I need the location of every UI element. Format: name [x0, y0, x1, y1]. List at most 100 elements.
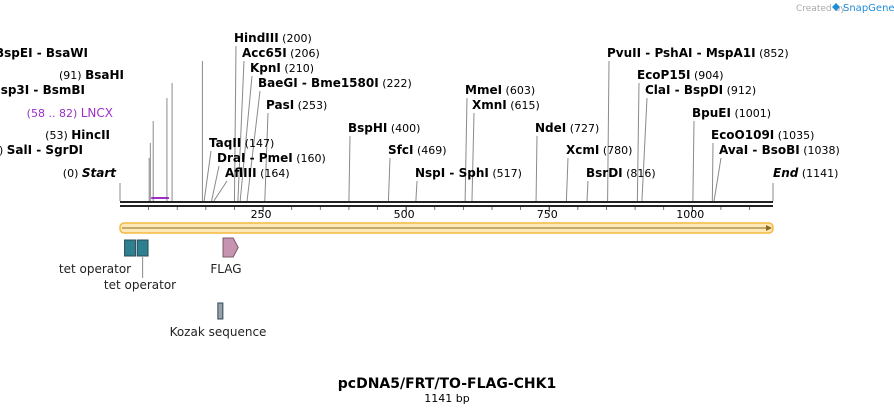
site-pos: (1038) [800, 144, 840, 157]
site-name: AvaI [719, 143, 748, 157]
site-sfci[interactable]: SfcI (469) [388, 143, 447, 157]
site-sep: - [748, 143, 761, 157]
site-ecoo109i[interactable]: EcoO109I (1035) [711, 128, 814, 142]
site-clai[interactable]: ClaI - BspDI (912) [645, 83, 756, 97]
feature-label: Kozak sequence [170, 325, 267, 339]
end-name: End [773, 166, 799, 180]
end-name: Start [82, 166, 117, 180]
site-ndei[interactable]: NdeI (727) [535, 121, 599, 135]
site-name-2: PshAI [654, 46, 692, 60]
site-name: DraI [217, 151, 245, 165]
site-pvuii[interactable]: PvuII - PshAI - MspA1I (852) [607, 46, 789, 60]
feature-label: FLAG [210, 262, 241, 276]
leader-avai [713, 157, 722, 202]
site-name: EcoO109I [711, 128, 774, 142]
site-pos: (780) [599, 144, 632, 157]
site-ecop15i[interactable]: EcoP15I (904) [637, 68, 724, 82]
site-name: PasI [266, 98, 294, 112]
site-name: Esp3I [0, 83, 29, 97]
site-label-pasi: PasI (253) [266, 98, 327, 112]
site-label-pvuii: PvuII - PshAI - MspA1I (852) [607, 46, 789, 60]
site-label-bspei: (144) BspEI - BsaWI [0, 46, 88, 60]
site-sep: - [445, 166, 458, 180]
leader-bsrdi [586, 180, 589, 202]
leader-acc65i [237, 60, 245, 202]
site-name: XmnI [472, 98, 507, 112]
backbone [120, 201, 773, 207]
site-xmni[interactable]: XmnI (615) [472, 98, 540, 112]
site-hincii[interactable]: (53) HincII [45, 128, 110, 142]
site-pos: (517) [489, 167, 522, 180]
site-sep: - [641, 46, 654, 60]
feature-box [217, 302, 224, 320]
site-pasi[interactable]: PasI (253) [266, 98, 327, 112]
site-label-nspi: NspI - SphI (517) [415, 166, 522, 180]
feature-box [124, 239, 136, 257]
site-esp3i[interactable]: (82) Esp3I - BsmBI [0, 83, 85, 97]
site-avai[interactable]: AvaI - BsoBI (1038) [719, 143, 840, 157]
leader-ndei [535, 135, 538, 202]
site-label-sali: (51) SalI - SgrDI [0, 143, 83, 157]
site-pos: (400) [387, 122, 420, 135]
site-sep-2: - [692, 46, 705, 60]
map-length: 1141 bp [424, 392, 469, 405]
site-hindiii[interactable]: HindIII (200) [234, 31, 312, 45]
site-pos: (615) [507, 99, 540, 112]
site-name: LNCX [81, 106, 113, 120]
feature-tet-operator[interactable]: tet operator [59, 239, 136, 276]
site-sep: - [298, 76, 311, 90]
leader-afliii [213, 180, 228, 202]
site-bsrdi[interactable]: BsrDI (816) [586, 166, 656, 180]
site-baegi[interactable]: BaeGI - Bme1580I (222) [258, 76, 412, 90]
leader-bsphi [348, 135, 351, 202]
site-name: SfcI [388, 143, 413, 157]
site-label-acc65i: Acc65I (206) [242, 46, 320, 60]
leader-mmei [464, 97, 468, 202]
site-bspei[interactable]: (144) BspEI - BsaWI [0, 46, 88, 60]
site-name: HincII [71, 128, 110, 142]
site-label-baegi: BaeGI - Bme1580I (222) [258, 76, 412, 90]
leader-ecoo109i [711, 142, 714, 202]
site-name-2: BsmBI [43, 83, 85, 97]
site-name-2: SphI [459, 166, 489, 180]
site-label-kpni: KpnI (210) [250, 61, 314, 75]
site-pos: (727) [566, 122, 599, 135]
site-bsahi[interactable]: (91) BsaHI [59, 68, 124, 82]
ruler-tick-label: 1000 [676, 208, 704, 221]
site-pos: (53) [45, 129, 71, 142]
site-pos: (200) [279, 32, 312, 45]
site-name: AflIII [225, 166, 257, 180]
leader-xmni [471, 112, 475, 202]
feature-tet-operator[interactable]: tet operator [104, 239, 176, 292]
feature-flag[interactable]: FLAG [210, 237, 242, 276]
site-acc65i[interactable]: Acc65I (206) [242, 46, 320, 60]
site-bpuei[interactable]: BpuEI (1001) [692, 106, 771, 120]
site-afliii[interactable]: AflIII (164) [225, 166, 290, 180]
feature-label: tet operator [104, 278, 176, 292]
orf-arrowhead-icon [766, 225, 772, 231]
feature-arrow [222, 237, 239, 258]
site-drai[interactable]: DraI - PmeI (160) [217, 151, 326, 165]
site-sali[interactable]: (51) SalI - SgrDI [0, 143, 83, 157]
site-pos: (206) [287, 47, 320, 60]
leader-ecop15i [636, 82, 640, 202]
site-lncx[interactable]: (58 .. 82) LNCX [27, 106, 113, 120]
end-label-end: End (1141) [773, 166, 838, 180]
site-name: XcmI [566, 143, 599, 157]
site-nspi[interactable]: NspI - SphI (517) [415, 166, 522, 180]
site-name: BaeGI [258, 76, 298, 90]
site-taqii[interactable]: TaqII (147) [209, 136, 274, 150]
site-bsphi[interactable]: BspHI (400) [348, 121, 420, 135]
feature-kozak-sequence[interactable]: Kozak sequence [170, 302, 267, 339]
leader-kpni [239, 75, 253, 202]
site-kpni[interactable]: KpnI (210) [250, 61, 314, 75]
site-label-drai: DraI - PmeI (160) [217, 151, 326, 165]
site-pos: (164) [257, 167, 290, 180]
leader-sfci [387, 157, 391, 202]
site-sep: - [32, 143, 45, 157]
site-mmei[interactable]: MmeI (603) [465, 83, 535, 97]
end-start: (0) Start [63, 166, 117, 180]
site-label-hincii: (53) HincII [45, 128, 110, 142]
ruler-tick-label: 250 [251, 208, 272, 221]
site-xcmi[interactable]: XcmI (780) [566, 143, 632, 157]
